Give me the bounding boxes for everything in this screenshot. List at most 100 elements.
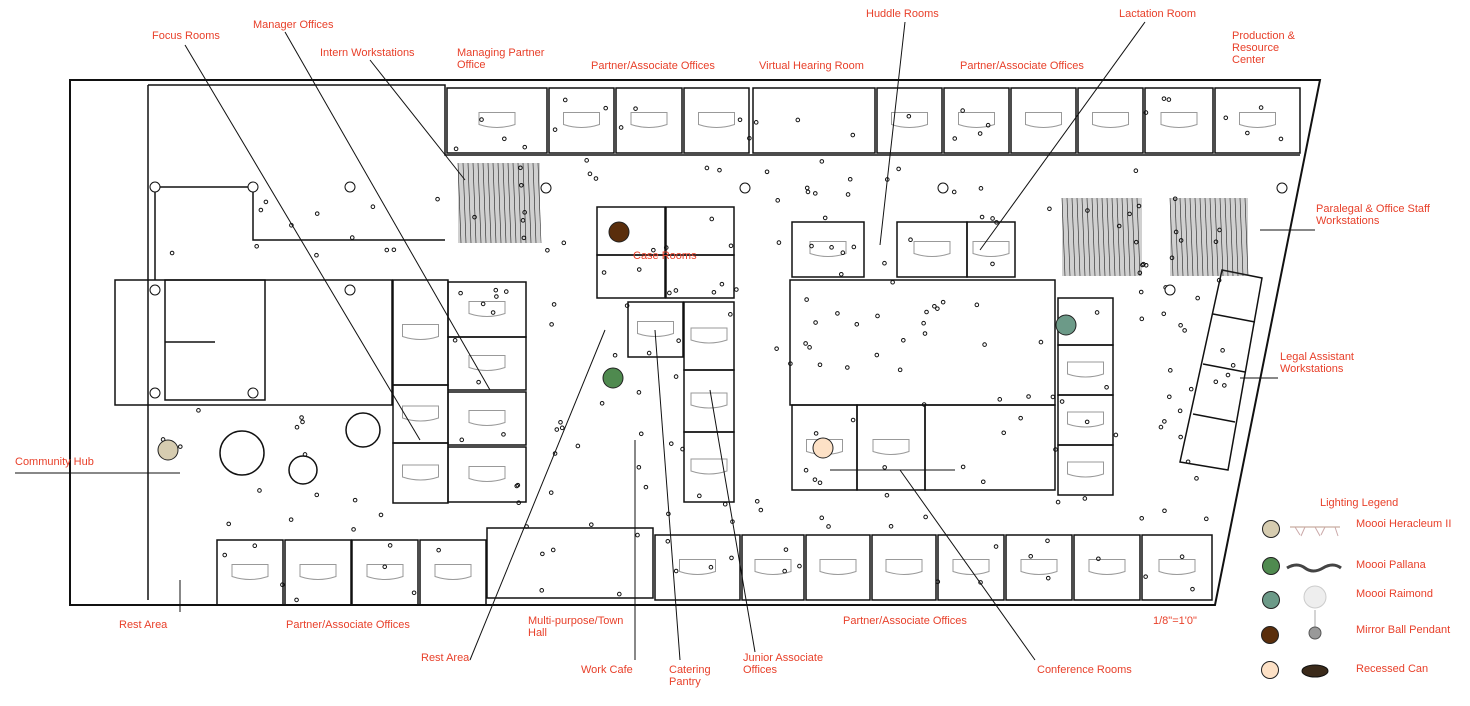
room-wall	[896, 221, 968, 278]
recessed-light-dot	[921, 320, 926, 326]
office-right	[1057, 394, 1114, 446]
room-wall	[627, 301, 684, 358]
hatch-line	[487, 162, 492, 244]
hatch-line	[1204, 197, 1209, 277]
hatch-line	[522, 162, 527, 244]
hatch-line	[492, 162, 497, 244]
recessed-light-dot	[1178, 238, 1184, 243]
leader-line	[899, 469, 1036, 661]
recessed-light-dot	[436, 547, 441, 553]
manager-focus-room	[392, 442, 449, 504]
recessed-light-dot	[812, 191, 818, 196]
workstation-cluster	[1169, 197, 1249, 277]
recessed-light-dot	[288, 517, 294, 522]
label-partner-offices-bottom-left: Partner/Associate Offices	[286, 619, 410, 631]
recessed-light-dot	[1182, 328, 1187, 333]
desk	[402, 405, 439, 422]
room-wall	[486, 527, 654, 599]
label-intern-workstations: Intern Workstations	[320, 47, 415, 59]
recessed-light-dot	[1188, 386, 1194, 392]
recessed-light-dot	[668, 441, 674, 446]
recessed-light-dot	[673, 288, 679, 293]
room-wall	[392, 279, 449, 386]
desk	[885, 559, 923, 575]
hatch-line	[517, 162, 522, 244]
recessed-light-dot	[990, 261, 995, 267]
recessed-light-dot	[1127, 211, 1132, 217]
hatch-line	[1076, 197, 1081, 277]
desk	[468, 410, 506, 426]
recessed-light-dot	[618, 125, 624, 130]
recessed-light-dot	[993, 544, 999, 549]
desk	[1067, 361, 1104, 378]
legal-assistant-area	[1179, 269, 1263, 471]
room-wall	[1005, 534, 1073, 601]
room-wall	[1057, 444, 1114, 496]
room-wall	[446, 87, 548, 154]
legend-title: Lighting Legend	[1320, 497, 1399, 509]
recessed-light-dot	[1038, 339, 1044, 345]
desk	[1025, 112, 1062, 128]
recessed-light-dot	[921, 402, 927, 407]
recessed-light-dot	[982, 342, 987, 347]
desk	[972, 241, 1010, 257]
hatch-line	[1214, 197, 1219, 277]
recessed-light-dot	[1185, 459, 1191, 465]
room-wall	[1010, 87, 1077, 154]
pallana-light	[602, 367, 624, 389]
hatch-line	[462, 162, 467, 244]
recessed-can-icon	[1301, 664, 1329, 678]
room-wall	[1141, 534, 1213, 601]
recessed-light-dot	[890, 279, 895, 285]
legend-swatch-heracleum	[1262, 520, 1280, 538]
recessed-light-dot	[302, 452, 308, 457]
core	[789, 279, 1056, 406]
recessed-light-dot	[1139, 515, 1145, 521]
recessed-light-dot	[980, 479, 986, 485]
recessed-light-dot	[978, 186, 984, 191]
raimond-icon	[1303, 585, 1327, 609]
office-top	[876, 87, 943, 154]
office-top	[1214, 87, 1301, 154]
desk	[402, 324, 439, 340]
recessed-light-dot	[704, 165, 710, 171]
desk	[468, 466, 506, 482]
recessed-light-dot	[382, 564, 388, 570]
recessed-light-dot	[906, 113, 912, 119]
office-top	[943, 87, 1010, 154]
hatch-line	[1229, 197, 1234, 277]
hatch-line	[1194, 197, 1199, 277]
recessed-light-dot	[593, 176, 599, 181]
hatch-line	[1234, 197, 1239, 277]
hatch-line	[1239, 197, 1244, 277]
room-wall	[596, 206, 666, 256]
recessed-light-dot	[875, 313, 880, 319]
hatch-line	[512, 162, 517, 244]
hatch-line	[1169, 197, 1174, 277]
recessed-light-dot	[636, 465, 642, 470]
recessed-light-dot	[258, 207, 264, 213]
manager-focus-room	[447, 446, 527, 503]
recessed-light-dot	[673, 374, 679, 379]
recessed-light-dot	[1018, 415, 1023, 421]
recessed-light-dot	[884, 492, 890, 498]
hatch-line	[537, 162, 542, 244]
recessed-light-dot	[384, 247, 390, 253]
label-case-rooms: Case Rooms	[633, 250, 697, 262]
label-community-hub: Community Hub	[15, 456, 94, 468]
recessed-light-dot	[758, 507, 764, 513]
huddle-room	[896, 221, 968, 278]
legend-label-heracleum: Moooi Heracleum II	[1356, 518, 1452, 530]
recessed-light-dot	[850, 132, 856, 138]
recessed-light-dot	[479, 117, 484, 122]
desk	[637, 321, 674, 337]
label-rest-area-left: Rest Area	[119, 619, 168, 631]
workstation-cluster	[1061, 197, 1142, 277]
recessed-light-dot	[1116, 223, 1122, 229]
label-multipurpose-town-hall: Multi-purpose/Town Hall	[528, 615, 624, 639]
hatch-line	[1071, 197, 1076, 277]
recessed-light-dot	[822, 215, 828, 221]
recessed-light-dot	[300, 419, 305, 425]
recessed-light-dot	[665, 538, 671, 544]
recessed-light-dot	[803, 341, 808, 346]
